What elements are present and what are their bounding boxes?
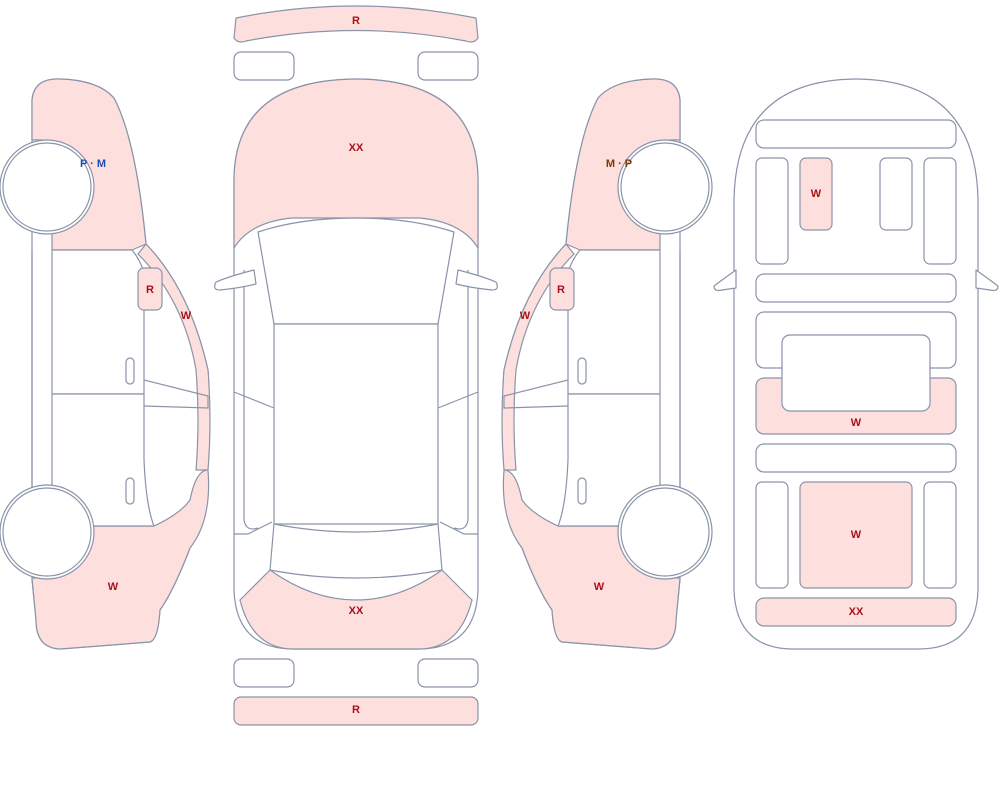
right-door-line bbox=[437, 391, 479, 409]
left-a-pillar[interactable] bbox=[137, 243, 211, 471]
rear-deck-panel[interactable] bbox=[239, 569, 473, 650]
front-bumper-label: R bbox=[352, 15, 360, 27]
windshield[interactable] bbox=[257, 217, 455, 325]
left-a-pillar-label: W bbox=[181, 310, 192, 322]
interior-rear-right-panel[interactable] bbox=[923, 481, 957, 589]
interior-panel-top[interactable] bbox=[799, 157, 833, 231]
interior-right-panel[interactable] bbox=[923, 157, 957, 265]
right-taillight[interactable] bbox=[417, 658, 479, 688]
left-rear-wheel[interactable] bbox=[2, 487, 92, 577]
interior-rear-left-panel[interactable] bbox=[755, 481, 789, 589]
interior-panel-center[interactable] bbox=[799, 481, 913, 589]
right-a-pillar[interactable] bbox=[501, 243, 575, 471]
left-lower-line bbox=[234, 521, 273, 535]
hood-label: XX bbox=[349, 142, 364, 154]
left-headlight[interactable] bbox=[233, 51, 295, 81]
interior-console[interactable] bbox=[879, 157, 913, 231]
left-door-line bbox=[233, 391, 275, 409]
car-top-view: R XX XX R bbox=[214, 5, 498, 726]
left-front-wheel[interactable] bbox=[2, 142, 92, 232]
right-front-door-handle[interactable] bbox=[577, 357, 587, 385]
front-bumper-panel[interactable] bbox=[233, 5, 479, 43]
interior-bar-1[interactable] bbox=[755, 273, 957, 303]
right-front-fender-label: M · P bbox=[606, 158, 632, 170]
right-side-mirror[interactable] bbox=[549, 267, 575, 311]
interior-left-mirror[interactable] bbox=[713, 269, 737, 292]
left-mirror-label: R bbox=[146, 284, 154, 296]
rear-deck-label: XX bbox=[349, 605, 364, 617]
right-window-line bbox=[503, 379, 569, 409]
interior-panel-mid-label: W bbox=[851, 417, 862, 429]
interior-dashboard[interactable] bbox=[755, 119, 957, 149]
right-body-line bbox=[453, 270, 469, 530]
hood-panel[interactable] bbox=[233, 78, 479, 249]
rear-window[interactable] bbox=[269, 523, 443, 579]
interior-sunroof[interactable] bbox=[781, 334, 931, 412]
right-rear-wheel[interactable] bbox=[620, 487, 710, 577]
roof-panel[interactable] bbox=[273, 323, 439, 525]
left-rear-quarter-label: W bbox=[108, 581, 119, 593]
right-front-wheel[interactable] bbox=[620, 142, 710, 232]
right-rear-quarter-label: W bbox=[594, 581, 605, 593]
interior-bar-2[interactable] bbox=[755, 443, 957, 473]
interior-panel-bottom-label: XX bbox=[849, 606, 864, 618]
interior-right-mirror[interactable] bbox=[975, 269, 999, 292]
left-side-mirror-top[interactable] bbox=[214, 269, 257, 291]
car-left-side-view: P · M R W W bbox=[0, 78, 211, 650]
right-a-pillar-label: W bbox=[520, 310, 531, 322]
left-rear-door-handle[interactable] bbox=[125, 477, 135, 505]
interior-panel-bottom[interactable] bbox=[755, 597, 957, 627]
left-side-mirror[interactable] bbox=[137, 267, 163, 311]
interior-panel-center-label: W bbox=[851, 529, 862, 541]
rear-bumper-panel[interactable] bbox=[233, 696, 479, 726]
left-window-line bbox=[143, 379, 209, 409]
right-rear-door-handle[interactable] bbox=[577, 477, 587, 505]
car-right-side-view bbox=[501, 78, 713, 650]
left-taillight[interactable] bbox=[233, 658, 295, 688]
right-side-mirror-top[interactable] bbox=[455, 269, 498, 291]
car-interior-view: W W W XX bbox=[713, 78, 999, 650]
right-headlight[interactable] bbox=[417, 51, 479, 81]
left-front-fender-label: P · M bbox=[80, 158, 106, 170]
interior-panel-top-label: W bbox=[811, 188, 822, 200]
right-lower-line bbox=[439, 521, 478, 535]
right-mirror-label: R bbox=[557, 284, 565, 296]
rear-bumper-label: R bbox=[352, 704, 360, 716]
left-body-line bbox=[243, 270, 259, 530]
interior-left-panel[interactable] bbox=[755, 157, 789, 265]
left-front-door-handle[interactable] bbox=[125, 357, 135, 385]
